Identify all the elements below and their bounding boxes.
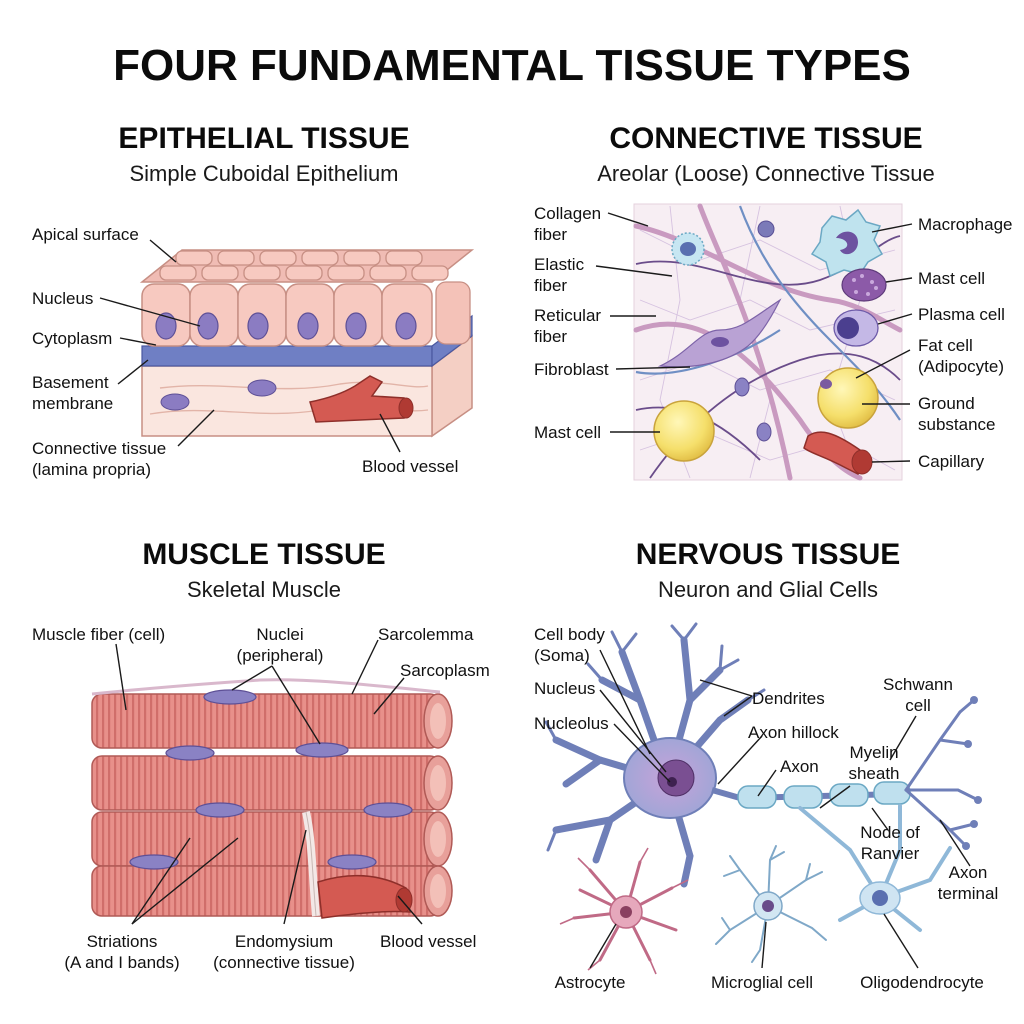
nervous-panel: NERVOUS TISSUE Neuron and Glial Cells bbox=[534, 538, 998, 992]
nervous-leaders bbox=[589, 649, 971, 969]
label-nuclei-peripheral: (peripheral) bbox=[237, 646, 324, 665]
label-blood-vessel-muscle: Blood vessel bbox=[380, 932, 476, 951]
label-mast-cell-left: Mast cell bbox=[534, 423, 601, 442]
epithelial-leaders bbox=[99, 239, 401, 453]
muscle-labels: Muscle fiber (cell) Nuclei (peripheral) … bbox=[32, 625, 490, 972]
label-dendrites: Dendrites bbox=[752, 689, 825, 708]
label-a-i-bands: (A and I bands) bbox=[64, 953, 179, 972]
label-elastic-fiber: Elastic bbox=[534, 255, 585, 274]
label-ground-substance-2: substance bbox=[918, 415, 996, 434]
connective-leaders bbox=[595, 212, 913, 463]
nervous-subheading: Neuron and Glial Cells bbox=[658, 577, 878, 602]
label-lamina-propria: (lamina propria) bbox=[32, 460, 151, 479]
connective-heading: CONNECTIVE TISSUE bbox=[609, 122, 922, 155]
label-axon-terminal-2: terminal bbox=[938, 884, 998, 903]
label-connective-tissue: Connective tissue bbox=[32, 439, 166, 458]
label-axon: Axon bbox=[780, 757, 819, 776]
label-reticular-fiber-2: fiber bbox=[534, 327, 567, 346]
nervous-heading: NERVOUS TISSUE bbox=[636, 538, 901, 571]
muscle-panel: MUSCLE TISSUE Skeletal Muscle bbox=[32, 538, 490, 972]
label-endomysium-connective: (connective tissue) bbox=[213, 953, 355, 972]
label-cytoplasm: Cytoplasm bbox=[32, 329, 112, 348]
connective-labels: Collagen fiber Elastic fiber Reticular f… bbox=[534, 204, 1013, 471]
label-endomysium: Endomysium bbox=[235, 932, 333, 951]
label-adipocyte: (Adipocyte) bbox=[918, 357, 1004, 376]
label-myelin-sheath-2: sheath bbox=[848, 764, 899, 783]
label-apical-surface: Apical surface bbox=[32, 225, 139, 244]
epithelial-illustration bbox=[139, 249, 475, 438]
nervous-illustration bbox=[544, 622, 982, 975]
connective-subheading: Areolar (Loose) Connective Tissue bbox=[597, 161, 935, 186]
label-sarcolemma: Sarcolemma bbox=[378, 625, 474, 644]
muscle-leaders bbox=[115, 639, 423, 925]
label-axon-terminal: Axon bbox=[949, 863, 988, 882]
label-nucleus: Nucleus bbox=[32, 289, 93, 308]
label-ground-substance: Ground bbox=[918, 394, 975, 413]
label-oligodendrocyte: Oligodendrocyte bbox=[860, 973, 984, 992]
label-nuclei: Nuclei bbox=[256, 625, 303, 644]
label-schwann-cell-2: cell bbox=[905, 696, 931, 715]
label-microglial-cell: Microglial cell bbox=[711, 973, 813, 992]
label-fat-cell: Fat cell bbox=[918, 336, 973, 355]
muscle-heading: MUSCLE TISSUE bbox=[142, 538, 385, 571]
label-nucleolus: Nucleolus bbox=[534, 714, 609, 733]
label-soma: (Soma) bbox=[534, 646, 590, 665]
label-collagen-fiber: Collagen bbox=[534, 204, 601, 223]
label-blood-vessel: Blood vessel bbox=[362, 457, 458, 476]
label-myelin-sheath: Myelin bbox=[849, 743, 898, 762]
epithelial-subheading: Simple Cuboidal Epithelium bbox=[129, 161, 398, 186]
label-striations: Striations bbox=[87, 932, 158, 951]
label-schwann-cell: Schwann bbox=[883, 675, 953, 694]
muscle-illustration bbox=[91, 678, 453, 919]
label-sarcoplasm: Sarcoplasm bbox=[400, 661, 490, 680]
page-title: FOUR FUNDAMENTAL TISSUE TYPES bbox=[113, 41, 911, 90]
label-astrocyte: Astrocyte bbox=[555, 973, 626, 992]
label-node-of-ranvier: Node of bbox=[860, 823, 920, 842]
nervous-labels: Cell body (Soma) Nucleus Nucleolus Dendr… bbox=[534, 625, 998, 992]
label-neuron-nucleus: Nucleus bbox=[534, 679, 595, 698]
epithelial-panel: EPITHELIAL TISSUE Simple Cuboidal Epithe… bbox=[32, 122, 475, 479]
label-node-of-ranvier-2: Ranvier bbox=[861, 844, 920, 863]
label-mast-cell-right: Mast cell bbox=[918, 269, 985, 288]
label-capillary: Capillary bbox=[918, 452, 985, 471]
connective-panel: CONNECTIVE TISSUE Areolar (Loose) Connec… bbox=[534, 122, 1013, 481]
connective-illustration bbox=[633, 203, 903, 481]
epithelial-heading: EPITHELIAL TISSUE bbox=[118, 122, 409, 155]
label-muscle-fiber: Muscle fiber (cell) bbox=[32, 625, 165, 644]
label-collagen-fiber-2: fiber bbox=[534, 225, 567, 244]
label-fibroblast: Fibroblast bbox=[534, 360, 609, 379]
muscle-subheading: Skeletal Muscle bbox=[187, 577, 341, 602]
label-cell-body: Cell body bbox=[534, 625, 605, 644]
label-macrophage: Macrophage bbox=[918, 215, 1013, 234]
label-elastic-fiber-2: fiber bbox=[534, 276, 567, 295]
epithelial-labels: Apical surface Nucleus Cytoplasm Basemen… bbox=[32, 225, 458, 479]
label-basement-membrane: Basement bbox=[32, 373, 109, 392]
label-reticular-fiber: Reticular bbox=[534, 306, 601, 325]
label-axon-hillock: Axon hillock bbox=[748, 723, 839, 742]
label-plasma-cell: Plasma cell bbox=[918, 305, 1005, 324]
label-basement-membrane-2: membrane bbox=[32, 394, 113, 413]
